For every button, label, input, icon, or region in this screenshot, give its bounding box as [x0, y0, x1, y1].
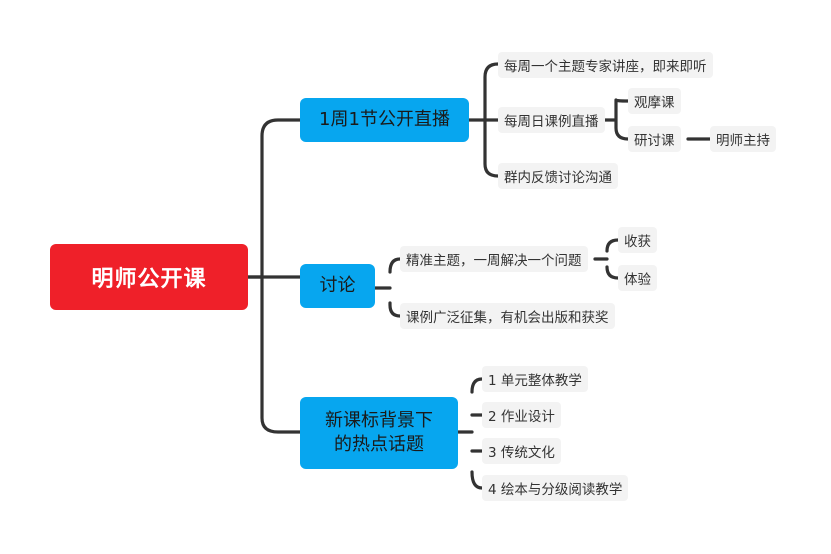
connector-branch-3-children: [456, 377, 484, 490]
root-node[interactable]: 明师公开课: [50, 244, 248, 310]
topic-label: 明师主持: [716, 133, 770, 149]
branch-label: 讨论: [319, 275, 356, 296]
topic-label: 群内反馈讨论沟通: [504, 170, 612, 186]
topic-teacher-host[interactable]: 明师主持: [710, 126, 776, 152]
root-label: 明师公开课: [91, 267, 207, 292]
topic-label: 3 传统文化: [488, 445, 555, 461]
topic-label: 研讨课: [634, 133, 675, 149]
topic-label: 1 单元整体教学: [488, 373, 582, 389]
topic-case-collection[interactable]: 课例广泛征集，有机会出版和获奖: [400, 303, 615, 329]
topic-label: 2 作业设计: [488, 409, 555, 425]
branch-node-discussion[interactable]: 讨论: [300, 264, 375, 308]
topic-label: 课例广泛征集，有机会出版和获奖: [406, 310, 609, 326]
topic-label: 4 绘本与分级阅读教学: [488, 482, 623, 498]
connector-branch-2-children: [373, 257, 402, 318]
topic-sunday-live[interactable]: 每周日课例直播: [498, 107, 605, 133]
topic-unit-teaching[interactable]: 1 单元整体教学: [482, 366, 588, 392]
topic-label: 观摩课: [634, 95, 675, 111]
topic-label: 体验: [624, 272, 651, 288]
branch-label: 1周1节公开直播: [319, 109, 450, 130]
topic-homework-design[interactable]: 2 作业设计: [482, 402, 561, 428]
connector-root-to-branch-1: [246, 118, 302, 279]
topic-seminar-class[interactable]: 研讨课: [628, 126, 681, 152]
topic-group-feedback[interactable]: 群内反馈讨论沟通: [498, 163, 618, 189]
topic-observe-class[interactable]: 观摩课: [628, 88, 681, 114]
connector-root-to-branch-3: [260, 275, 302, 434]
branch-label-line-2: 的热点话题: [334, 434, 424, 455]
topic-picture-book-reading[interactable]: 4 绘本与分级阅读教学: [482, 475, 629, 501]
branch-label-line-1: 新课标背景下: [325, 410, 433, 431]
connector-branch-1-children: [467, 62, 500, 178]
topic-label: 收获: [624, 234, 651, 250]
branch-node-hot-topics[interactable]: 新课标背景下 的热点话题: [300, 397, 458, 469]
topic-focused-theme[interactable]: 精准主题，一周解决一个问题: [400, 246, 588, 272]
topic-traditional-culture[interactable]: 3 传统文化: [482, 438, 561, 464]
topic-label: 每周日课例直播: [504, 114, 599, 130]
topic-weekly-lecture[interactable]: 每周一个主题专家讲座，即来即听: [498, 52, 713, 78]
topic-harvest[interactable]: 收获: [618, 227, 657, 253]
connector-focus-children: [593, 238, 620, 280]
topic-experience[interactable]: 体验: [618, 265, 657, 291]
connector-lecture-children: [603, 98, 630, 141]
topic-label: 精准主题，一周解决一个问题: [406, 253, 582, 269]
branch-node-live-class[interactable]: 1周1节公开直播: [300, 98, 469, 142]
topic-label: 每周一个主题专家讲座，即来即听: [504, 59, 707, 75]
